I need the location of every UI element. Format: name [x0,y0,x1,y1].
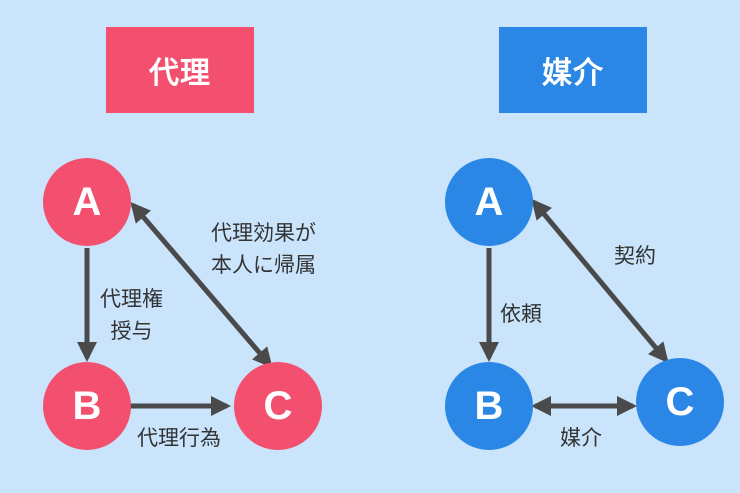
mediation-node-a: A [445,158,533,246]
mediation-node-b-label: B [474,383,504,428]
agency-label-bc-text: 代理行為 [137,426,221,450]
mediation-node-c: C [636,358,724,446]
mediation-label-ac: 契約 [614,240,656,272]
agency-node-a-label: A [72,179,102,224]
agency-title: 代理 [149,56,211,91]
agency-label-bc: 代理行為 [137,422,221,454]
mediation-label-ac-text: 契約 [614,244,656,268]
mediation-arrow-a-c-bidirectional [531,198,669,364]
agency-label-ab-line1: 代理権 [100,287,163,311]
agency-node-b: B [43,362,131,450]
agency-label-ac: 代理効果が 本人に帰属 [211,217,316,281]
agency-arrow-a-c-bidirectional [130,201,273,369]
agency-node-a: A [43,158,131,246]
mediation-title-badge: 媒介 [499,27,647,113]
agency-title-badge: 代理 [106,27,254,113]
agency-label-ac-line2: 本人に帰属 [211,253,316,277]
mediation-node-b: B [445,362,533,450]
agency-label-ac-line1: 代理効果が [211,221,316,245]
mediation-label-bc-text: 媒介 [560,426,602,450]
agency-node-c: C [234,362,322,450]
agency-label-ab: 代理権 授与 [100,283,163,347]
agency-node-c-label: C [263,383,293,428]
mediation-title: 媒介 [542,56,604,91]
mediation-label-ab-text: 依頼 [500,302,542,326]
agency-node-b-label: B [72,383,102,428]
mediation-label-bc: 媒介 [560,422,602,454]
agency-label-ab-line2: 授与 [110,319,153,343]
mediation-node-c-label: C [665,379,695,424]
mediation-label-ab: 依頼 [500,298,542,330]
mediation-node-a-label: A [474,179,504,224]
